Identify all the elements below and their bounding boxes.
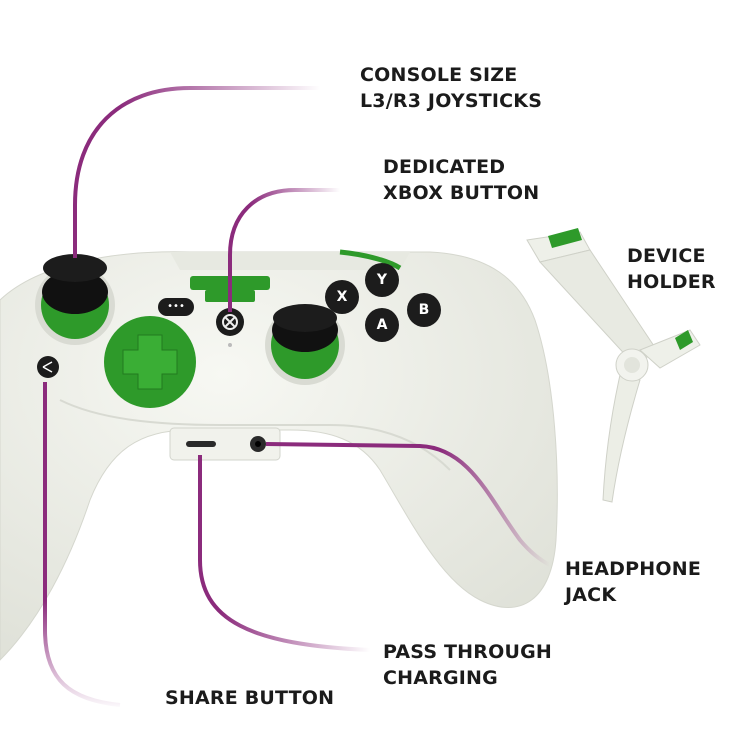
label-headphone-line2: JACK xyxy=(565,584,617,606)
label-xbox-line1: DEDICATED xyxy=(383,156,506,178)
svg-text:B: B xyxy=(419,302,430,318)
callout-line-headphone xyxy=(265,442,551,567)
device-holder xyxy=(526,228,701,503)
menu-dots-icon: ••• xyxy=(167,301,185,312)
right-joystick[interactable] xyxy=(265,304,345,385)
label-joysticks: CONSOLE SIZE L3/R3 JOYSTICKS xyxy=(360,62,542,114)
label-charging-line1: PASS THROUGH xyxy=(383,641,552,663)
callout-line-share xyxy=(43,382,121,707)
share-button[interactable] xyxy=(37,356,59,378)
svg-text:X: X xyxy=(337,289,348,305)
label-share-button: SHARE BUTTON xyxy=(165,685,334,711)
label-holder-line1: DEVICE xyxy=(627,245,706,267)
callout-line-joysticks xyxy=(73,86,320,258)
label-charging-line2: CHARGING xyxy=(383,667,498,689)
face-button-a[interactable]: A xyxy=(365,308,399,342)
usb-c-port xyxy=(186,441,216,447)
callout-line-charging xyxy=(198,455,371,652)
xbox-button[interactable] xyxy=(216,308,244,336)
callout-line-xbox xyxy=(228,188,340,312)
label-joysticks-line2: L3/R3 JOYSTICKS xyxy=(360,90,543,112)
label-holder-line2: HOLDER xyxy=(627,271,716,293)
face-button-x[interactable]: X xyxy=(325,280,359,314)
label-device-holder: DEVICE HOLDER xyxy=(627,243,716,295)
label-share-line1: SHARE BUTTON xyxy=(165,687,335,709)
label-xbox-button: DEDICATED XBOX BUTTON xyxy=(383,154,539,206)
menu-button[interactable] xyxy=(158,298,194,316)
label-headphone-line1: HEADPHONE xyxy=(565,558,702,580)
label-charging: PASS THROUGH CHARGING xyxy=(383,639,552,691)
dpad[interactable] xyxy=(104,316,196,408)
label-joysticks-line1: CONSOLE SIZE xyxy=(360,64,518,86)
left-joystick[interactable] xyxy=(35,254,115,345)
svg-text:Y: Y xyxy=(376,272,388,288)
label-headphone-jack: HEADPHONE JACK xyxy=(565,556,701,608)
svg-text:A: A xyxy=(377,317,388,333)
face-button-b[interactable]: B xyxy=(407,293,441,327)
share-icon xyxy=(42,361,53,373)
face-button-y[interactable]: Y xyxy=(365,263,399,297)
label-xbox-line2: XBOX BUTTON xyxy=(383,182,540,204)
xbox-logo-icon xyxy=(222,314,238,330)
